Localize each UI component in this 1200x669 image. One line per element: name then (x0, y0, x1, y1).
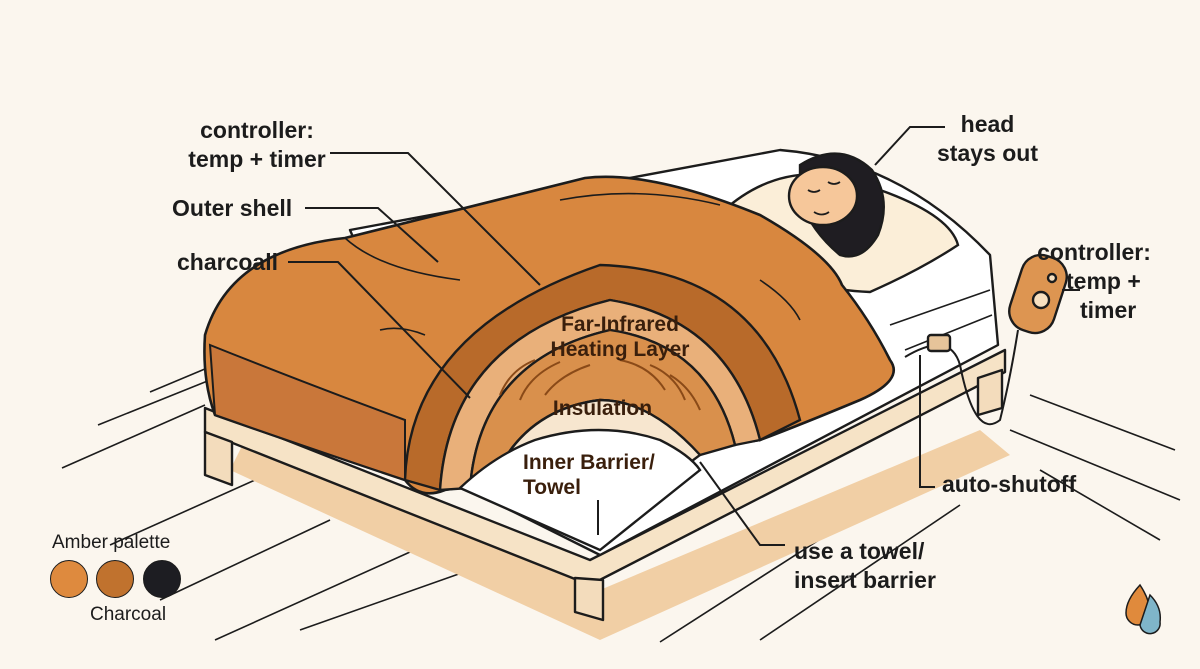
heating-layer-label-line2: Heating Layer (535, 337, 705, 362)
inner-barrier-label-line1: Inner Barrier/ (523, 450, 655, 475)
controller-label-right: controller: temp + timer (1018, 238, 1170, 325)
heating-layer-label: Far-Infrared Heating Layer (535, 312, 705, 362)
towel-label-line1: use a towel/ (794, 537, 936, 566)
auto-shutoff-label: auto-shutoff (942, 470, 1076, 499)
head-label-line1: head (930, 110, 1045, 139)
legend-swatch-2 (96, 560, 134, 598)
legend-swatch-3 (143, 560, 181, 598)
controller-label-right-line1: controller: (1018, 238, 1170, 267)
inner-barrier-label-line2: Towel (523, 475, 655, 500)
controller-label-right-line3: timer (1018, 296, 1170, 325)
insulation-label: Insulation (540, 396, 665, 421)
outer-shell-label: Outer shell (172, 194, 292, 223)
towel-label: use a towel/ insert barrier (794, 537, 936, 595)
controller-label-top: controller: temp + timer (172, 116, 342, 174)
towel-label-line2: insert barrier (794, 566, 936, 595)
heating-layer-label-line1: Far-Infrared (535, 312, 705, 337)
controller-label-right-line2: temp + (1018, 267, 1170, 296)
legend-subtitle: Charcoal (90, 604, 166, 626)
controller-label-top-line2: temp + timer (172, 145, 342, 174)
head-label: head stays out (930, 110, 1045, 168)
legend-title: Amber palette (52, 532, 170, 554)
controller-label-top-line1: controller: (172, 116, 342, 145)
logo-mark (1126, 585, 1160, 634)
inner-barrier-label: Inner Barrier/ Towel (523, 450, 655, 500)
charcoal-label: charcoall (177, 248, 278, 277)
legend-swatch-1 (50, 560, 88, 598)
head-label-line2: stays out (930, 139, 1045, 168)
